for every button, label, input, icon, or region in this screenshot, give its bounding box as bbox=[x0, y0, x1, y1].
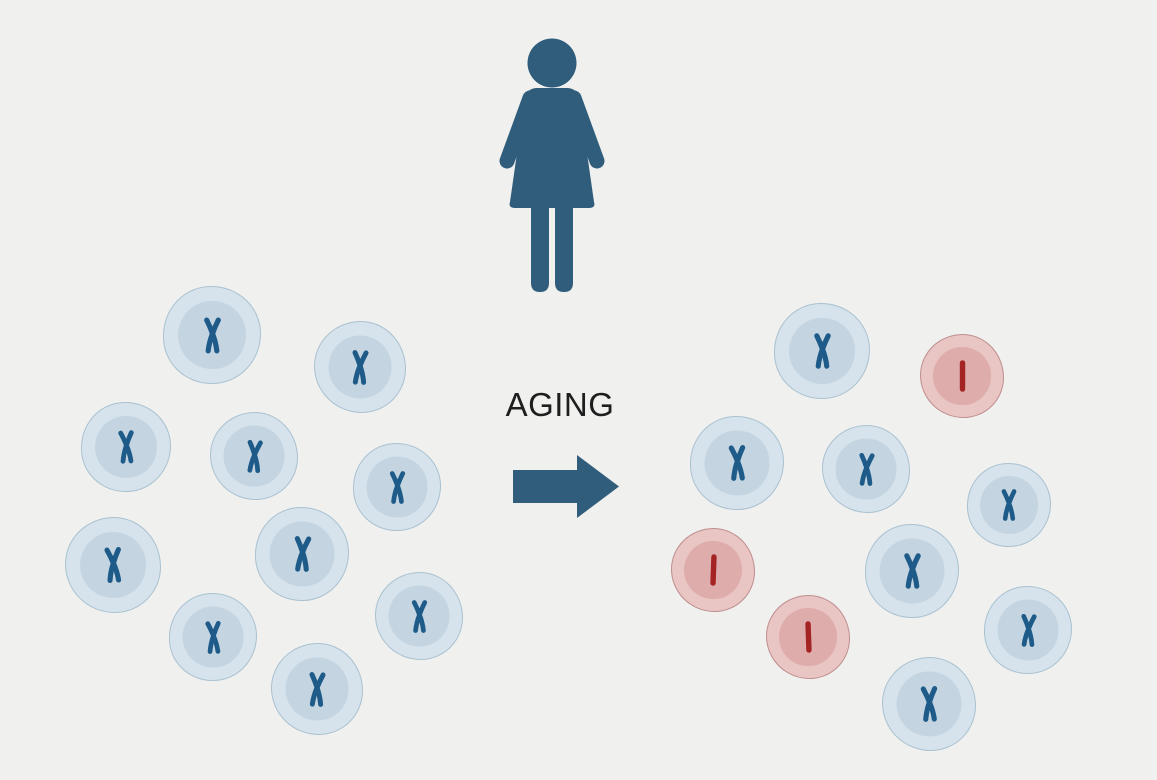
x-chromosome-icon bbox=[117, 430, 134, 464]
cell-nucleus bbox=[789, 318, 855, 384]
cell-with-x-loss bbox=[920, 334, 1004, 418]
woman-icon bbox=[499, 38, 605, 292]
cell-with-x-chromosome bbox=[967, 463, 1051, 547]
x-chromosome-icon bbox=[1020, 613, 1037, 647]
cell-with-x-chromosome bbox=[774, 303, 870, 399]
x-chromosome-icon bbox=[352, 349, 369, 385]
cell-with-x-chromosome bbox=[375, 572, 463, 660]
x-chromosome-icon bbox=[294, 536, 311, 572]
cell-with-x-chromosome bbox=[882, 657, 976, 751]
cell-nucleus bbox=[779, 608, 837, 666]
cell-nucleus bbox=[269, 521, 335, 587]
cell-nucleus bbox=[178, 301, 246, 369]
x-chromosome-icon bbox=[903, 553, 921, 589]
cell-with-x-chromosome bbox=[81, 402, 171, 492]
cell-nucleus bbox=[704, 430, 770, 496]
x-chromosome-icon bbox=[309, 671, 326, 707]
cell-nucleus bbox=[95, 416, 157, 478]
cell-nucleus bbox=[388, 585, 450, 647]
cell-nucleus bbox=[328, 335, 392, 399]
right-arrow-icon bbox=[513, 455, 619, 518]
cell-with-x-chromosome bbox=[163, 286, 261, 384]
cell-nucleus bbox=[684, 541, 742, 599]
cell-with-x-loss bbox=[766, 595, 850, 679]
cell-with-x-chromosome bbox=[65, 517, 161, 613]
x-chromosome-icon bbox=[203, 317, 221, 353]
x-chromosome-icon bbox=[411, 599, 427, 633]
cell-nucleus bbox=[997, 599, 1059, 661]
cell-with-x-chromosome bbox=[169, 593, 257, 681]
lost-x-chromosome-bar-icon bbox=[709, 554, 717, 586]
cell-nucleus bbox=[223, 425, 285, 487]
x-chromosome-icon bbox=[858, 452, 875, 486]
x-chromosome-icon bbox=[728, 445, 745, 481]
lost-x-chromosome-bar-icon bbox=[804, 621, 812, 653]
cell-nucleus bbox=[879, 538, 945, 604]
cell-with-x-chromosome bbox=[314, 321, 406, 413]
cell-with-x-loss bbox=[671, 528, 755, 612]
cell-nucleus bbox=[980, 476, 1038, 534]
cell-nucleus bbox=[182, 606, 244, 668]
x-chromosome-icon bbox=[103, 546, 121, 583]
x-chromosome-icon bbox=[1001, 489, 1017, 521]
cell-with-x-chromosome bbox=[271, 643, 363, 735]
cell-with-x-chromosome bbox=[210, 412, 298, 500]
cell-with-x-chromosome bbox=[255, 507, 349, 601]
cell-nucleus bbox=[285, 657, 349, 721]
lost-x-chromosome-bar-icon bbox=[959, 360, 965, 392]
cell-nucleus bbox=[80, 532, 146, 598]
cell-nucleus bbox=[896, 671, 962, 737]
cell-nucleus bbox=[933, 347, 991, 405]
cell-nucleus bbox=[366, 456, 428, 518]
x-chromosome-icon bbox=[920, 686, 937, 722]
cell-with-x-chromosome bbox=[690, 416, 784, 510]
cell-with-x-chromosome bbox=[984, 586, 1072, 674]
x-chromosome-icon bbox=[246, 439, 263, 473]
cell-with-x-chromosome bbox=[822, 425, 910, 513]
aging-label: AGING bbox=[505, 386, 615, 423]
x-chromosome-icon bbox=[204, 620, 221, 654]
cell-with-x-chromosome bbox=[353, 443, 441, 531]
x-chromosome-icon bbox=[813, 333, 831, 369]
x-chromosome-icon bbox=[389, 470, 405, 504]
cell-nucleus bbox=[835, 438, 897, 500]
cell-with-x-chromosome bbox=[865, 524, 959, 618]
